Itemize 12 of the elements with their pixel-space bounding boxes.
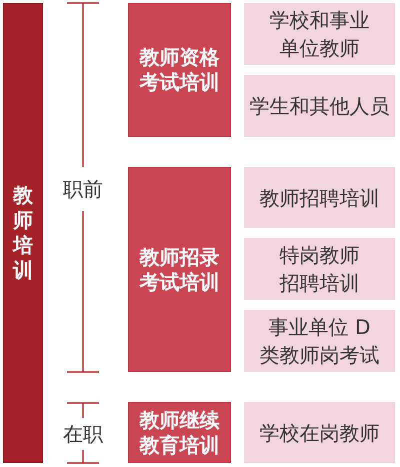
item-box: 教师招聘培训 [244, 167, 395, 228]
item-box: 学校在岗教师 [244, 402, 395, 463]
bracket-label: 职前 [63, 177, 103, 201]
group-box: 教师继续教育培训 [128, 402, 231, 463]
group-box: 教师资格考试培训 [128, 3, 231, 137]
category-bar: 教师培训 [3, 3, 43, 463]
item-box: 学生和其他人员 [244, 75, 395, 137]
item-box: 学校和事业单位教师 [244, 3, 395, 65]
group-box: 教师招录考试培训 [128, 167, 231, 372]
item-box: 特岗教师招聘培训 [244, 238, 395, 300]
item-box: 事业单位 D 类教师岗考试 [244, 310, 395, 372]
bracket-label: 在职 [63, 422, 103, 446]
